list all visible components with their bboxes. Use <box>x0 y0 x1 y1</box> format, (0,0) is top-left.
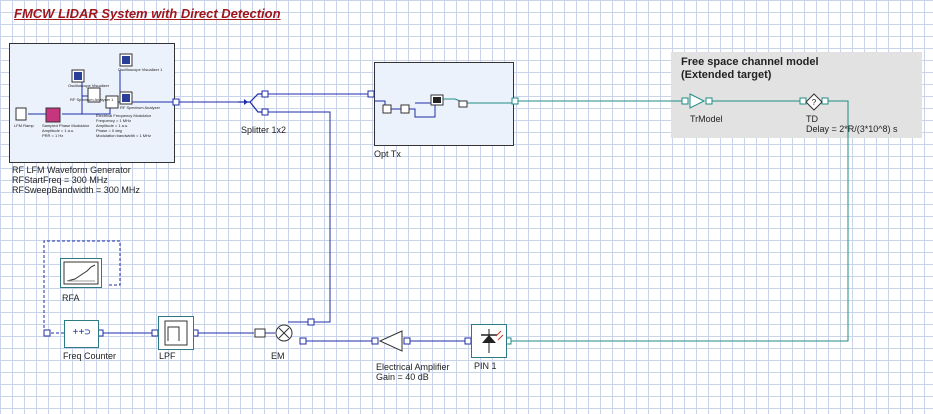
pin-name: PIN 1 <box>474 361 497 371</box>
opt-tx-subsystem[interactable] <box>374 62 514 146</box>
amplifier-name: Electrical Amplifier <box>376 362 450 372</box>
spectrum-analyzer-icon <box>63 261 99 285</box>
freq-counter-name: Freq Counter <box>63 351 117 361</box>
splitter-name: Splitter 1x2 <box>241 125 287 135</box>
opt-tx-internal-diagram <box>375 94 513 118</box>
opt-tx-name: Opt Tx <box>374 149 401 159</box>
rf-sub-param-prr: PRR = 1 Hz <box>42 133 64 138</box>
rf-sub-label-osc: Oscilloscope Visualizer <box>68 83 110 88</box>
rf-sub-label-spm: Sampled Phase Modulator <box>42 123 90 128</box>
rf-sub-label-osc1: Oscilloscope Visualizer 1 <box>118 67 163 72</box>
rf-sub-label-rfsa: RF Spectrum Analyzer <box>120 105 161 110</box>
lpf-icon <box>164 320 188 346</box>
free-space-channel-group[interactable]: Free space channel model (Extended targe… <box>671 52 922 138</box>
rfa-name: RFA <box>62 293 80 303</box>
channel-title: Free space channel model (Extended targe… <box>681 56 819 82</box>
rf-sub-param-freq: Frequency = 1 MHz <box>96 118 132 123</box>
channel-title-line1: Free space channel model <box>681 56 819 68</box>
pin-photodetector[interactable] <box>471 324 507 358</box>
rf-sub-label-lfm: LFM Ramp <box>14 123 34 128</box>
amplifier-triangle-icon <box>378 330 403 352</box>
photodiode-icon <box>481 329 504 353</box>
rf-sub-param-amp2: Amplitude = 1 a.u. <box>96 123 129 128</box>
rf-lfm-waveform-generator[interactable]: Oscilloscope Visualizer Oscilloscope Vis… <box>9 43 175 163</box>
electrical-amplifier[interactable] <box>378 330 404 352</box>
rf-generator-internal-diagram <box>15 53 174 123</box>
rf-generator-name: RF LFM Waveform Generator <box>12 165 131 175</box>
td-name: TD <box>806 114 818 124</box>
rf-sub-param-amp: Amplitude = 1 a.u. <box>42 128 75 133</box>
rf-sub-param-phase: Phase = 0 deg <box>96 128 122 133</box>
td-diamond-icon: ? <box>805 93 823 111</box>
page-title: FMCW LIDAR System with Direct Detection <box>14 6 281 21</box>
svg-text:?: ? <box>812 98 817 107</box>
amplifier-param-gain: Gain = 40 dB <box>376 372 429 382</box>
channel-title-line2: (Extended target) <box>681 69 772 81</box>
tr-model-triangle-icon <box>689 93 706 109</box>
em-mixer[interactable] <box>254 322 300 344</box>
rfa-analyzer[interactable] <box>60 258 102 288</box>
rf-generator-param-bandwidth: RFSweepBandwidth = 300 MHz <box>12 185 140 195</box>
td-param-delay: Delay = 2*R/(3*10^8) s <box>806 124 898 134</box>
tr-model-component[interactable] <box>688 92 706 110</box>
rf-sub-param-modbw: Modulation bandwidth = 1 MHz <box>96 133 152 138</box>
em-name: EM <box>271 351 285 361</box>
rf-sub-label-rfsa1: RF Spectrum Analyzer 1 <box>70 97 114 102</box>
freq-counter[interactable]: ++⊃ <box>64 320 99 348</box>
rf-generator-param-startfreq: RFStartFreq = 300 MHz <box>12 175 108 185</box>
rf-sub-label-efm: Electrical Frequency Modulator <box>96 113 152 118</box>
lpf-name: LPF <box>159 351 176 361</box>
mixer-icon <box>254 324 293 342</box>
freq-counter-icon: ++⊃ <box>72 328 91 339</box>
lpf-filter[interactable] <box>158 316 194 350</box>
tr-model-name: TrModel <box>690 114 723 124</box>
td-component[interactable]: ? <box>805 93 823 111</box>
